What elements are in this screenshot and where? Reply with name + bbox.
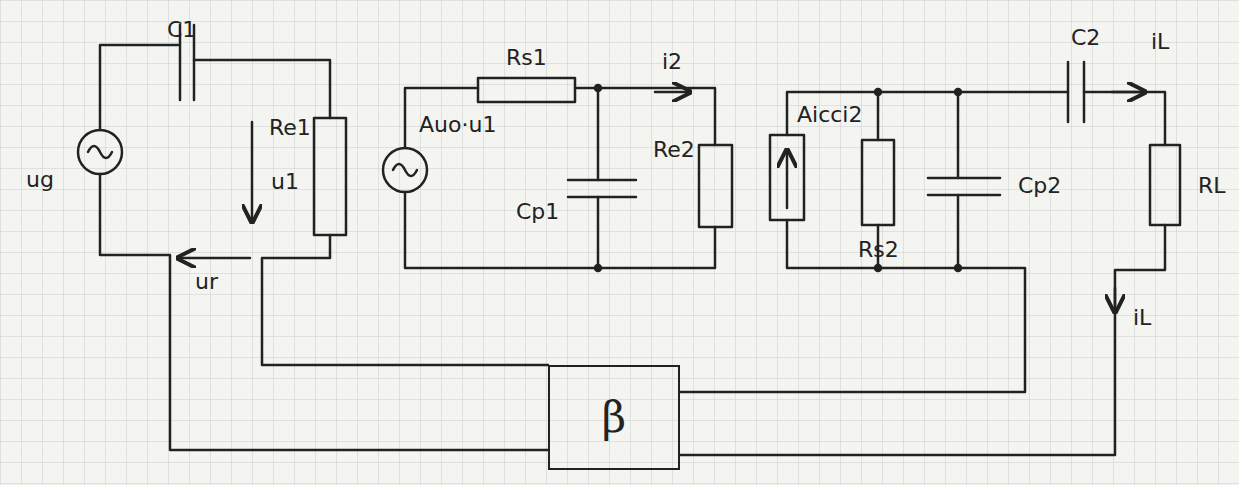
resistor-symbol [862,140,894,225]
component-label: Rs1 [504,46,549,70]
wire [597,88,600,268]
component-label: i2 [660,50,684,74]
wire [100,174,548,450]
current-arrow [1112,91,1145,94]
component-label: Aicci2 [795,103,864,127]
wire [405,192,715,268]
component-label: Cp2 [1016,174,1063,198]
current-arrow [655,91,690,94]
feedback-block: β [548,365,680,470]
component-label: Re2 [651,138,697,162]
component-label: u1 [269,170,301,194]
voltage-arrow [251,122,254,222]
component-label: Rs2 [856,238,901,262]
voltage-arrow [178,257,250,260]
current-source-symbol [770,135,804,220]
capacitor-symbol [1068,62,1084,122]
wire [575,88,715,145]
component-label: iL [1149,30,1171,54]
voltage-source-symbol [78,130,122,174]
component-label: Cp1 [514,200,561,224]
wire [680,220,1025,392]
wire [957,92,960,268]
component-label: Auo·u1 [417,113,498,137]
component-label: ur [193,270,220,294]
capacitor-symbol [568,180,636,197]
resistor-symbol [314,118,346,235]
component-label: C1 [165,18,198,42]
wire [194,60,330,118]
current-arrow [1114,288,1117,312]
component-label: C2 [1069,26,1102,50]
component-label: Re1 [267,116,313,140]
component-label: iL [1131,306,1153,330]
wire [680,225,1165,455]
capacitor-symbol [928,178,1000,195]
wire [1084,92,1165,145]
wire [100,45,178,130]
voltage-source-symbol [383,148,427,192]
component-label: ug [24,168,56,192]
component-label: RL [1196,174,1228,198]
wire [787,92,1068,135]
resistor-symbol [699,145,732,227]
block-label: β [602,393,626,442]
resistor-symbol [1150,145,1180,225]
resistor-symbol [478,78,575,102]
